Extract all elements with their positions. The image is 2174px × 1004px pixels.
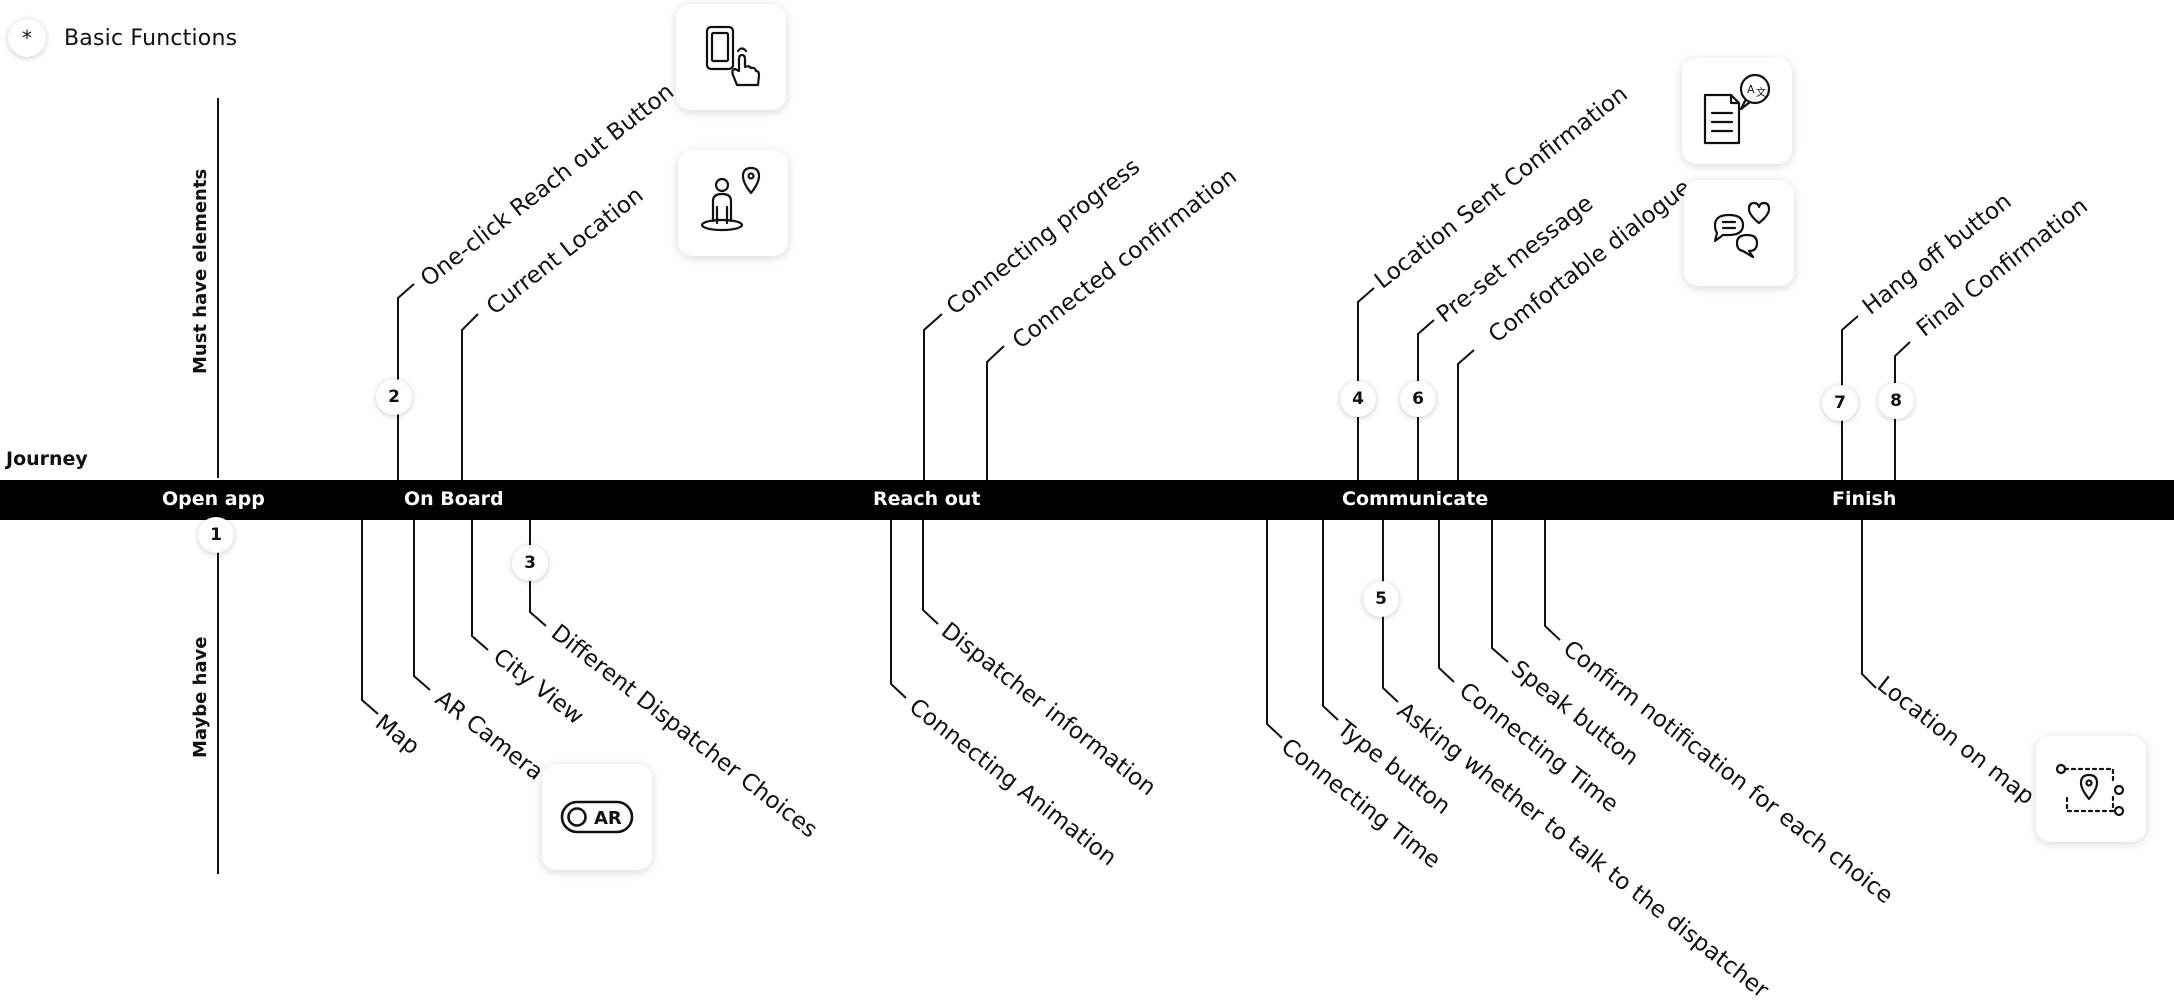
svg-text:文: 文	[1756, 86, 1766, 99]
document-translate-icon: A 文	[1682, 58, 1792, 164]
step-badge-2: 2	[376, 379, 412, 415]
stage-on-board: On Board	[404, 488, 504, 510]
journey-label: Journey	[6, 448, 88, 470]
connector-location-on-map	[1861, 520, 1877, 689]
step-badge-3: 3	[512, 545, 548, 581]
legend-label: Basic Functions	[64, 25, 238, 51]
section-label-maybe-have: Maybe have	[190, 636, 211, 759]
connector-hang-off-button	[1841, 315, 1859, 480]
chat-heart-icon	[1684, 180, 1794, 286]
connector-map	[361, 520, 379, 715]
section-label-must-have: Must have elements	[190, 168, 211, 374]
connector-current-location	[461, 313, 479, 480]
connector-city-view	[471, 520, 489, 651]
svg-text:A: A	[1747, 83, 1755, 96]
journey-bar	[0, 480, 2174, 520]
connector-reach-out-button	[397, 283, 415, 480]
connector-connecting-time	[1266, 520, 1283, 739]
connector-speak-button	[1491, 520, 1509, 663]
stage-communicate: Communicate	[1342, 488, 1489, 510]
stage-finish: Finish	[1832, 488, 1897, 510]
connector-confirm-notification	[1544, 520, 1561, 641]
connector-connecting-animation	[890, 520, 907, 699]
step-badge-5: 5	[1363, 581, 1399, 617]
connector-pre-set-message	[1417, 319, 1435, 480]
legend-symbol: *	[8, 19, 46, 57]
connector-connecting-progress	[923, 313, 943, 480]
connector-ar-camera	[413, 520, 431, 691]
connector-type-button	[1322, 520, 1339, 721]
stage-open-app: Open app	[162, 488, 265, 510]
connector-location-sent	[1357, 287, 1375, 480]
step-badge-1: 1	[198, 517, 234, 553]
step-badge-6: 6	[1400, 381, 1436, 417]
step-badge-7: 7	[1822, 385, 1858, 421]
person-location-icon	[678, 150, 788, 256]
step-badge-4: 4	[1340, 381, 1376, 417]
connector-connected-confirmation	[986, 345, 1005, 480]
connector-asking-whether	[1382, 520, 1399, 703]
phone-tap-icon	[676, 4, 786, 110]
map-route-icon	[2036, 736, 2146, 842]
step-badge-8: 8	[1878, 383, 1914, 419]
legend: * Basic Functions	[8, 18, 237, 58]
connector-final-confirmation	[1894, 341, 1911, 480]
connector-dispatcher-information	[922, 520, 939, 625]
ar-toggle-icon: AR	[542, 764, 652, 870]
svg-text:AR: AR	[594, 808, 622, 829]
stage-reach-out: Reach out	[873, 488, 981, 510]
connector-comfortable-dialogue	[1457, 349, 1475, 480]
connector-connecting-time-2	[1438, 520, 1455, 683]
